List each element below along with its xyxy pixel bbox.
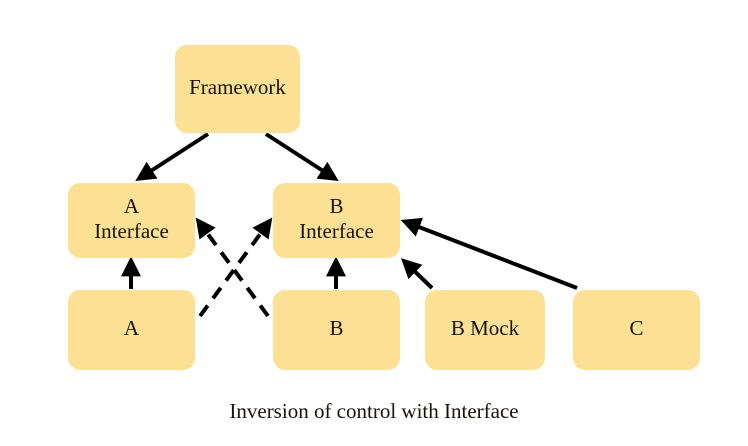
edge-b-mock-to-b-interface [400,258,434,290]
node-label-b-mock: B Mock [451,316,520,340]
diagram-caption: Inversion of control with Interface [229,399,518,423]
node-label-c: C [629,316,643,340]
edge-framework-to-a-interface [135,132,210,182]
edges-layer [121,132,578,318]
edge-framework-to-b-interface [264,132,339,182]
node-box-b-mock[interactable] [425,290,545,370]
edge-b-to-a-interface [195,217,270,318]
node-box-b-interface[interactable] [273,183,400,258]
edge-a-to-b-interface [198,217,273,318]
node-label-b: B [329,316,343,340]
node-a[interactable]: A [68,290,195,370]
node-framework[interactable]: Framework [175,45,300,133]
node-box-a-interface[interactable] [68,183,195,258]
node-label-framework: Framework [189,75,286,99]
node-b-mock[interactable]: B Mock [425,290,545,370]
node-b[interactable]: B [273,290,400,370]
node-box-a[interactable] [68,290,195,370]
node-label-a: A [124,316,140,340]
node-box-c[interactable] [573,290,700,370]
node-box-framework[interactable] [175,45,300,133]
node-c[interactable]: C [573,290,700,370]
edge-c-to-b-interface [400,217,578,290]
node-box-b[interactable] [273,290,400,370]
